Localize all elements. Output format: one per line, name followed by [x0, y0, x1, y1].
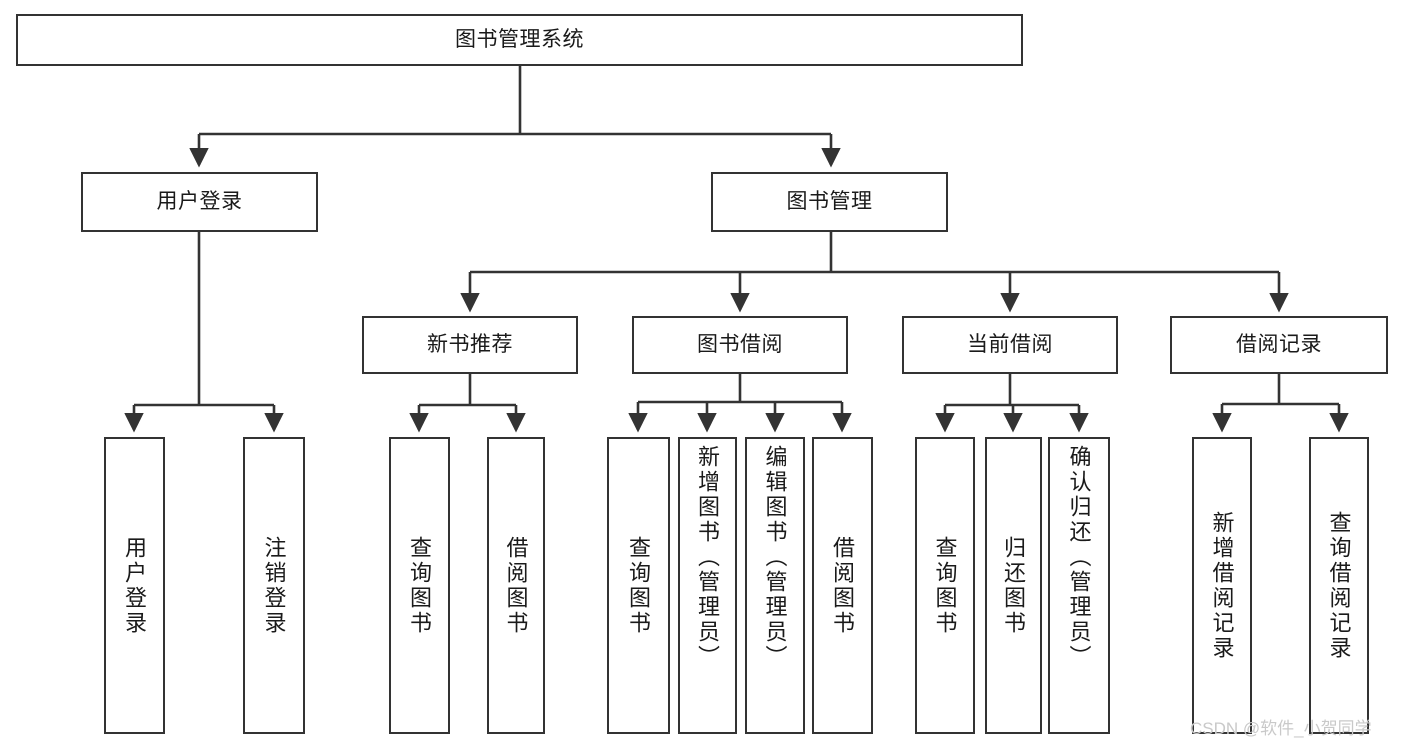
node-label: 当前借阅: [967, 333, 1053, 357]
node-label: 借阅图书: [830, 535, 856, 636]
node-label: 查询借阅记录: [1326, 510, 1352, 661]
leaf-borrow-book-recommend[interactable]: 借阅图书: [487, 437, 545, 734]
node-label: 编辑图书（管理员）: [762, 445, 788, 670]
leaf-edit-book[interactable]: 编辑图书（管理员）: [745, 437, 805, 734]
watermark-text: CSDN @软件_小贺同学: [1190, 719, 1372, 738]
leaf-query-borrow-record[interactable]: 查询借阅记录: [1309, 437, 1369, 734]
node-label: 查询图书: [407, 535, 433, 636]
node-label: 查询图书: [932, 535, 958, 636]
leaf-query-book-borrow[interactable]: 查询图书: [607, 437, 670, 734]
leaf-confirm-return[interactable]: 确认归还（管理员）: [1048, 437, 1110, 734]
leaf-logout-login[interactable]: 注销登录: [243, 437, 305, 734]
node-label: 借阅图书: [503, 535, 529, 636]
node-book-management[interactable]: 图书管理: [711, 172, 948, 232]
node-new-book-recommend[interactable]: 新书推荐: [362, 316, 578, 374]
node-label: 图书管理系统: [455, 28, 584, 52]
leaf-borrow-book[interactable]: 借阅图书: [812, 437, 873, 734]
leaf-add-borrow-record[interactable]: 新增借阅记录: [1192, 437, 1252, 734]
node-label: 图书管理: [786, 190, 873, 214]
node-label: 归还图书: [1001, 535, 1027, 636]
node-borrow-record[interactable]: 借阅记录: [1170, 316, 1388, 374]
node-book-management-system[interactable]: 图书管理系统: [16, 14, 1023, 66]
node-label: 用户登录: [156, 190, 243, 214]
node-label: 新增借阅记录: [1209, 510, 1235, 661]
leaf-query-book-current[interactable]: 查询图书: [915, 437, 975, 734]
node-label: 确认归还（管理员）: [1066, 445, 1092, 670]
node-current-borrow[interactable]: 当前借阅: [902, 316, 1118, 374]
node-user-login[interactable]: 用户登录: [81, 172, 318, 232]
node-label: 新增图书（管理员）: [695, 445, 721, 670]
leaf-user-login[interactable]: 用户登录: [104, 437, 165, 734]
node-label: 借阅记录: [1236, 333, 1322, 357]
node-label: 新书推荐: [427, 333, 513, 357]
leaf-query-book-recommend[interactable]: 查询图书: [389, 437, 450, 734]
leaf-add-book[interactable]: 新增图书（管理员）: [678, 437, 737, 734]
node-label: 查询图书: [626, 535, 652, 636]
leaf-return-book[interactable]: 归还图书: [985, 437, 1042, 734]
node-label: 注销登录: [261, 535, 287, 636]
node-label: 用户登录: [122, 535, 148, 636]
node-label: 图书借阅: [697, 333, 783, 357]
node-book-borrow[interactable]: 图书借阅: [632, 316, 848, 374]
